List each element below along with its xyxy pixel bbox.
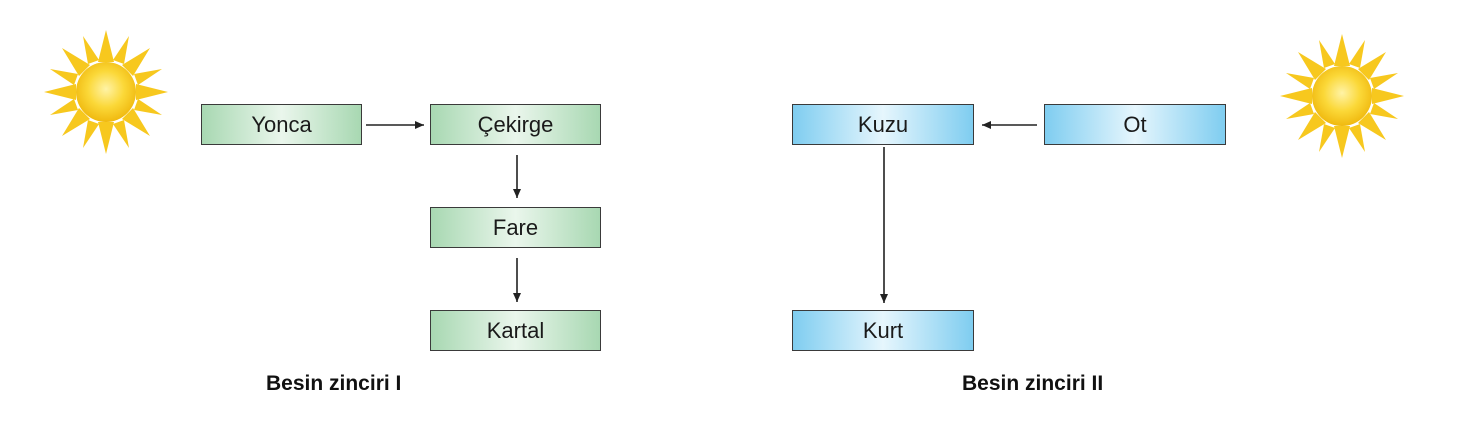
caption-chain-1: Besin zinciri I [266, 372, 402, 395]
node-kuzu: Kuzu [792, 104, 974, 145]
node-cekirge-label: Çekirge [477, 111, 554, 137]
sun-icon [44, 30, 168, 154]
node-ot: Ot [1044, 104, 1226, 145]
sun-icon [1280, 34, 1404, 158]
node-fare: Fare [430, 207, 601, 248]
node-kuzu-label: Kuzu [857, 111, 909, 137]
node-fare-label: Fare [492, 214, 539, 240]
node-kurt: Kurt [792, 310, 974, 351]
node-kartal-label: Kartal [486, 317, 545, 343]
node-kurt-label: Kurt [862, 317, 904, 343]
node-yonca-label: Yonca [251, 111, 312, 137]
node-cekirge: Çekirge [430, 104, 601, 145]
node-kartal: Kartal [430, 310, 601, 351]
caption-chain-2: Besin zinciri II [962, 372, 1104, 395]
node-ot-label: Ot [1123, 111, 1147, 137]
node-yonca: Yonca [201, 104, 362, 145]
